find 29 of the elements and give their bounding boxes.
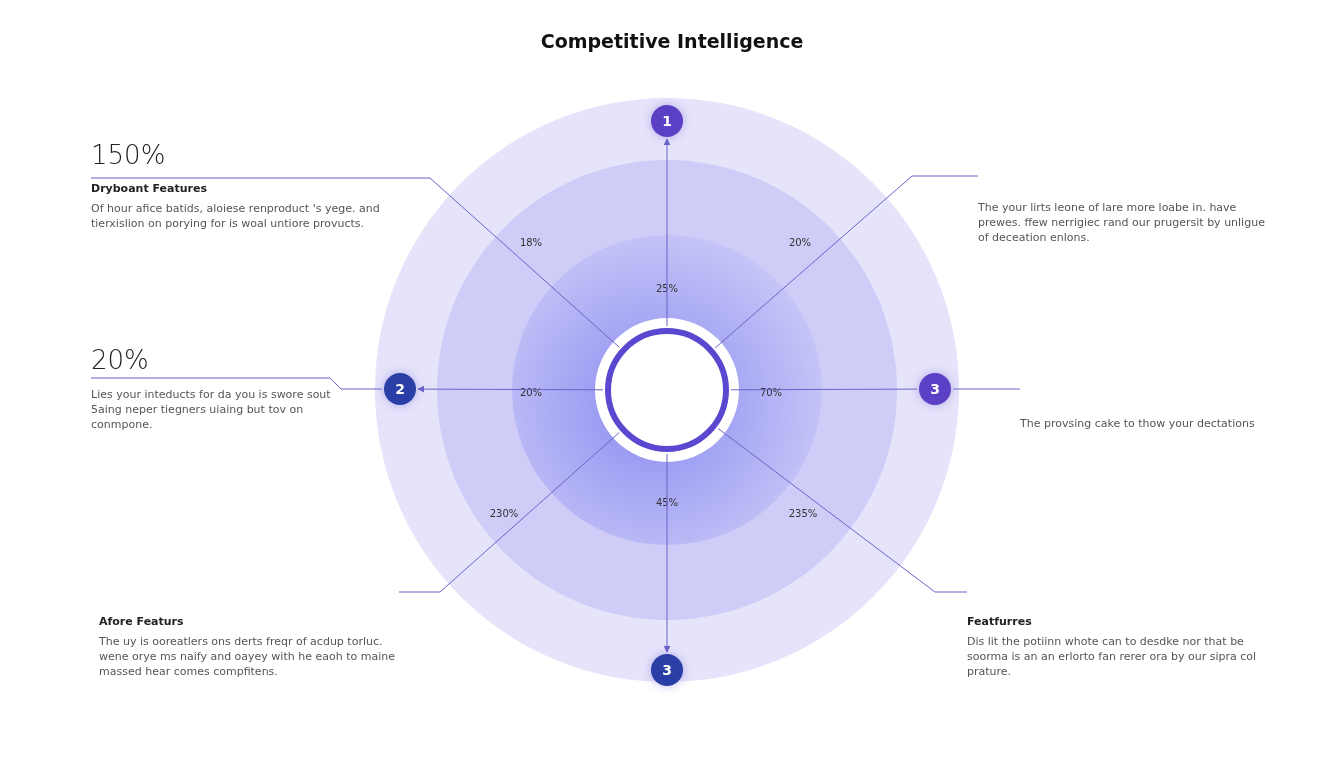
leader-line bbox=[398, 432, 620, 593]
leader-line bbox=[952, 388, 1021, 390]
arrow bbox=[417, 385, 604, 393]
stat-value: 150% bbox=[91, 140, 166, 170]
leader-line bbox=[714, 175, 979, 349]
feature-heading: Featfurres bbox=[967, 615, 1032, 628]
arrow bbox=[663, 453, 671, 653]
description-text: Dis lit the potiinn whote can to desdke nor that be soorma is an an erlorto fan rerer ora by our sipra col prature. bbox=[967, 634, 1258, 679]
description-text: Of hour afice batids, aloiese renproduct 's yege. and tierxislion on porying for is woal untiore provucts. bbox=[91, 201, 381, 231]
percentage-label: 230% bbox=[489, 507, 519, 519]
feature-heading: Dryboant Features bbox=[91, 182, 207, 195]
leader-line bbox=[90, 377, 383, 390]
description-text: The your lirts leone of lare more loabe in. have prewes. ffew nerrigiec rand our prugersit by unligue of deceation enlons. bbox=[978, 200, 1266, 245]
leader-line bbox=[90, 177, 620, 348]
percentage-label: 20% bbox=[788, 236, 812, 248]
percentage-label: 45% bbox=[655, 496, 679, 508]
leader-line bbox=[730, 388, 918, 391]
percentage-label: 18% bbox=[519, 236, 543, 248]
percentage-label: 25% bbox=[655, 282, 679, 294]
description-text: The uy is ooreatlers ons derts freqr of acdup torluc. wene orye ms naify and oayey with he eaoh to maine massed hear comes compfitens. bbox=[99, 634, 396, 679]
percentage-label: 70% bbox=[759, 386, 783, 398]
leader-line bbox=[717, 428, 968, 593]
percentage-label: 235% bbox=[788, 507, 818, 519]
arrow bbox=[663, 138, 671, 327]
feature-heading: Afore Featurs bbox=[99, 615, 184, 628]
description-text: The provsing cake to thow your dectations bbox=[1020, 416, 1255, 431]
diagram-title: Competitive Intelligence bbox=[539, 30, 805, 52]
stat-value: 20% bbox=[91, 345, 149, 375]
description-text: Lies your inteducts for da you is swore sout 5aing neper tiegners uiaing but tov on conmpone. bbox=[91, 387, 331, 432]
